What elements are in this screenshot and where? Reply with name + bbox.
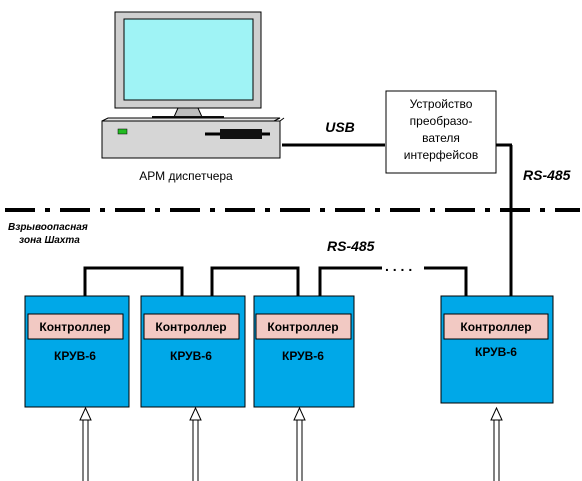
monitor-screen: [123, 18, 254, 101]
input-arrow-3: [293, 406, 306, 481]
input-arrow-1: [79, 406, 92, 481]
unit-name: КРУВ-6: [282, 349, 324, 363]
converter-label-line1: Устройство: [410, 97, 473, 111]
converter-label-line4: интерфейсов: [404, 148, 478, 162]
unit-name: КРУВ-6: [475, 345, 517, 359]
kruv-unit-4: Контроллер КРУВ-6: [440, 295, 554, 404]
system-unit: [101, 120, 281, 159]
unit-name: КРУВ-6: [170, 349, 212, 363]
controller-label: Контроллер: [267, 320, 338, 334]
controller-box: [255, 313, 352, 340]
power-led: [117, 128, 128, 135]
rs485-bus-label: RS-485: [327, 238, 375, 254]
input-arrow-2: [189, 406, 202, 481]
converter-label-line2: преобразо-: [410, 114, 473, 128]
kruv-unit-2: Контроллер КРУВ-6: [140, 295, 246, 408]
rs485-bus-segment-2: [210, 266, 300, 320]
rs485-vertical-label: RS-485: [523, 167, 571, 183]
rs485-bus-gap-dots: . . . .: [385, 258, 412, 274]
converter-box: [385, 90, 497, 174]
kruv-unit-1: Контроллер КРУВ-6: [24, 295, 130, 408]
hazard-zone-label-line1: Взрывоопасная: [8, 222, 88, 233]
unit-name: КРУВ-6: [54, 349, 96, 363]
workstation-computer: АРМ диспетчера: [101, 11, 285, 183]
usb-label: USB: [325, 119, 355, 135]
kruv-unit-3: Контроллер КРУВ-6: [253, 295, 355, 408]
controller-label: Контроллер: [460, 320, 531, 334]
controller-box: [27, 313, 124, 340]
rs485-bus-segment-1: [83, 266, 184, 320]
hazard-zone-label-line2: зона Шахта: [19, 235, 80, 246]
controller-box: [443, 313, 549, 340]
converter-label-line3: вателя: [422, 131, 460, 145]
controller-label: Контроллер: [39, 320, 110, 334]
interface-converter: Устройство преобразо- вателя интерфейсов: [385, 90, 497, 174]
input-arrow-4: [490, 406, 503, 481]
controller-box: [143, 313, 240, 340]
workstation-label: АРМ диспетчера: [139, 169, 233, 183]
monitor-neck: [173, 107, 203, 118]
controller-label: Контроллер: [155, 320, 226, 334]
drive-slot: [220, 129, 262, 139]
